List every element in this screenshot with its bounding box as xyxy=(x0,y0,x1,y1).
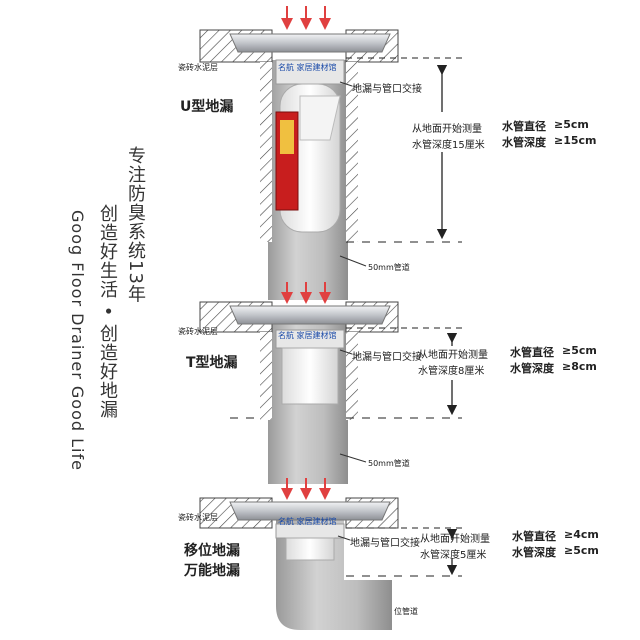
section-u-type xyxy=(199,6,462,300)
section-title: U型地漏 xyxy=(180,99,234,115)
side-slogan-2: 创造好生活 • 创造好地漏 xyxy=(97,204,118,420)
core-body xyxy=(285,537,335,561)
core-seal xyxy=(299,95,341,141)
drain-cover xyxy=(229,305,391,325)
section-t-type xyxy=(199,282,462,484)
diameter-value: ≥5cm xyxy=(562,344,597,357)
diameter-label: 水管直径 xyxy=(512,530,556,543)
wall-left xyxy=(260,62,272,242)
drain-cover xyxy=(229,501,391,521)
diameter-value: ≥4cm xyxy=(564,528,599,541)
layer-label: 瓷砖水泥层 xyxy=(178,327,218,336)
depth-value: ≥8cm xyxy=(562,360,597,373)
side-slogan-en: Goog Floor Drainer Good Life xyxy=(68,210,87,471)
depth-label: 水管深度 xyxy=(502,136,546,149)
section-title: T型地漏 xyxy=(186,355,238,371)
layer-label: 瓷砖水泥层 xyxy=(178,63,218,72)
wall-left xyxy=(260,332,272,420)
brand-stamp: 名航 家居建材馆 xyxy=(278,63,337,72)
product-label-mark xyxy=(280,120,294,154)
brand-stamp: 名航 家居建材馆 xyxy=(278,517,337,526)
side-slogan-1: 专注防臭系统13年 xyxy=(125,146,146,304)
depth-value: ≥15cm xyxy=(554,134,597,147)
layer-label: 瓷砖水泥层 xyxy=(178,513,218,522)
depth-note: 水管深度15厘米 xyxy=(412,140,485,151)
pipe-leader xyxy=(339,255,367,267)
measure-text: 从地面开始测量 xyxy=(412,124,482,135)
pipe-label: 50mm管道 xyxy=(368,263,410,272)
junction-leader xyxy=(339,81,353,87)
junction-leader xyxy=(337,535,351,541)
section-shift-type xyxy=(199,478,462,630)
measure-text: 从地面开始测量 xyxy=(420,534,490,545)
depth-label: 水管深度 xyxy=(510,362,554,375)
section-title: 万能地漏 xyxy=(184,563,240,579)
diameter-label: 水管直径 xyxy=(510,346,554,359)
measure-text: 从地面开始测量 xyxy=(418,350,488,361)
wall-right xyxy=(346,62,358,242)
wall-right xyxy=(346,332,358,420)
depth-value: ≥5cm xyxy=(564,544,599,557)
pipe-leader xyxy=(339,453,367,463)
brand-stamp: 名航 家居建材馆 xyxy=(278,331,337,340)
diameter-value: ≥5cm xyxy=(554,118,589,131)
pipe-label: 50mm管道 xyxy=(368,459,410,468)
core-body xyxy=(281,347,339,405)
depth-note: 水管深度8厘米 xyxy=(418,366,485,377)
junction-label: 地漏与管口交接 xyxy=(352,352,422,363)
junction-label: 地漏与管口交接 xyxy=(352,84,422,95)
drain-cover xyxy=(229,33,391,53)
depth-note: 水管深度5厘米 xyxy=(420,550,487,561)
depth-label: 水管深度 xyxy=(512,546,556,559)
section-title: 移位地漏 xyxy=(184,543,240,559)
diameter-label: 水管直径 xyxy=(502,120,546,133)
junction-leader xyxy=(339,349,353,355)
junction-label: 地漏与管口交接 xyxy=(350,538,420,549)
bottom-pipe-label: 位管道 xyxy=(394,607,418,616)
